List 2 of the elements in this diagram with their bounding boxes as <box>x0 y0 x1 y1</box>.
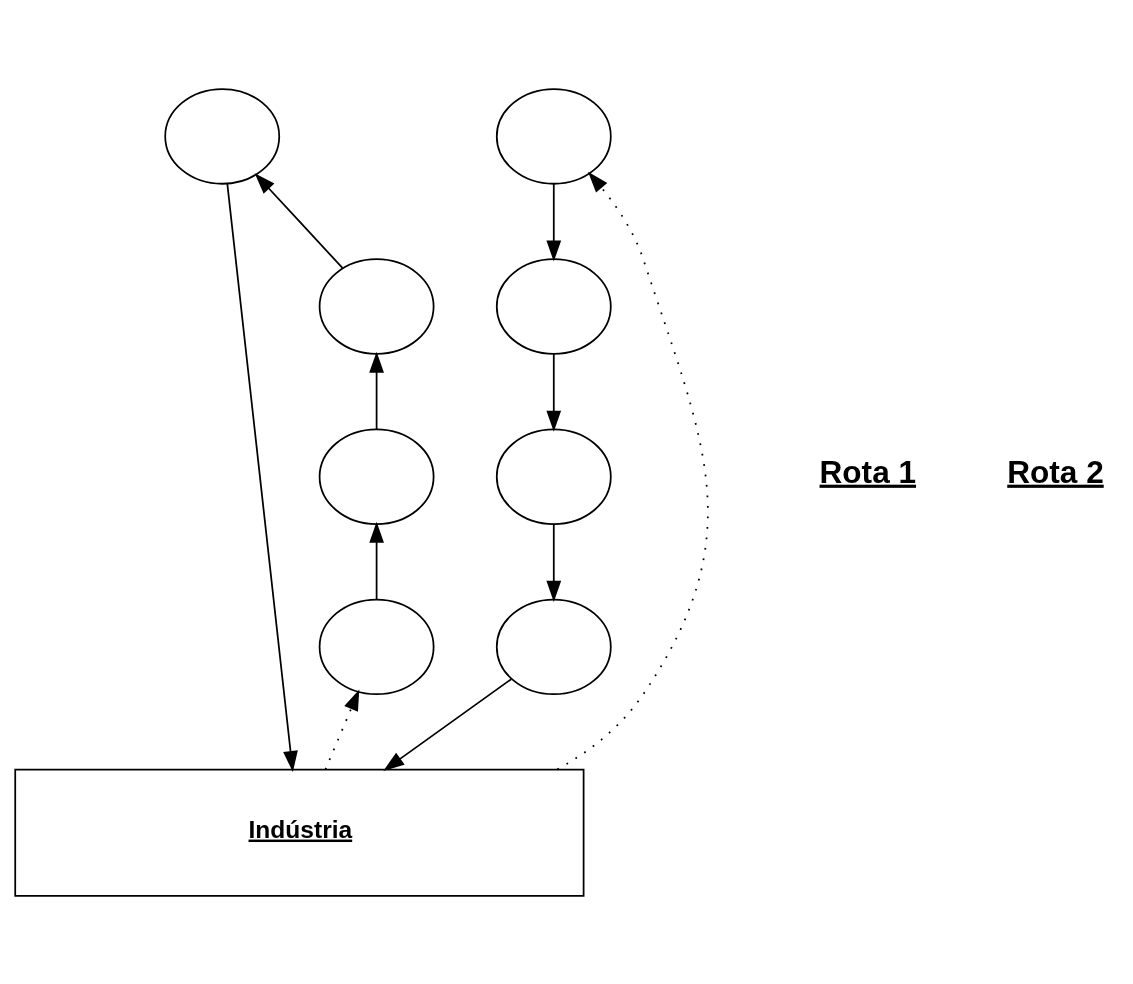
label: Rota 2 <box>1007 453 1104 490</box>
label: Rota 1 <box>819 453 917 490</box>
